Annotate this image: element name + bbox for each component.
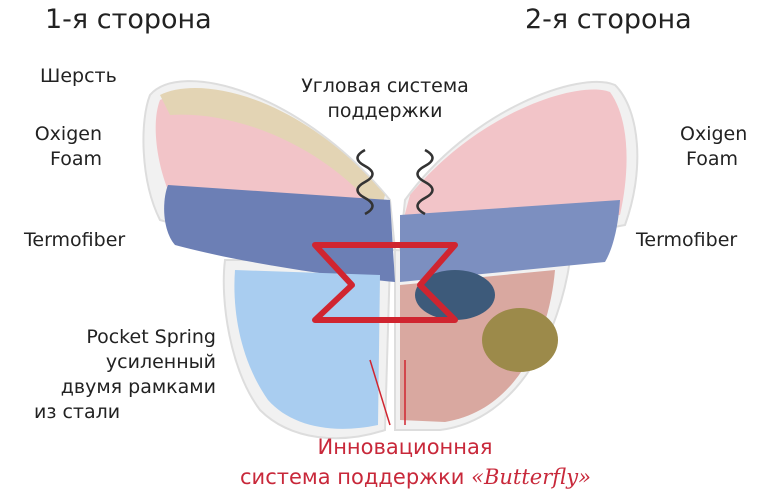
label-left-termofiber: Termofiber (24, 229, 126, 251)
side1-title: 1-я сторона (45, 4, 212, 35)
pointer-lines (369, 359, 406, 426)
right-foam-layer (400, 89, 627, 232)
pocket-spring-layer (234, 270, 380, 429)
right-termofiber-layer (400, 200, 620, 282)
label-right-termofiber: Termofiber (636, 229, 738, 251)
left-termofiber-layer (164, 185, 395, 282)
right-wing-motif (482, 308, 558, 372)
side2-title: 2-я сторона (525, 4, 692, 35)
label-wool: Шерсть (40, 65, 117, 87)
left-wool-layer (160, 88, 385, 215)
butterfly-support-frame (312, 242, 458, 323)
right-wing-motif (415, 270, 495, 320)
corner-spring-icons (356, 148, 434, 216)
